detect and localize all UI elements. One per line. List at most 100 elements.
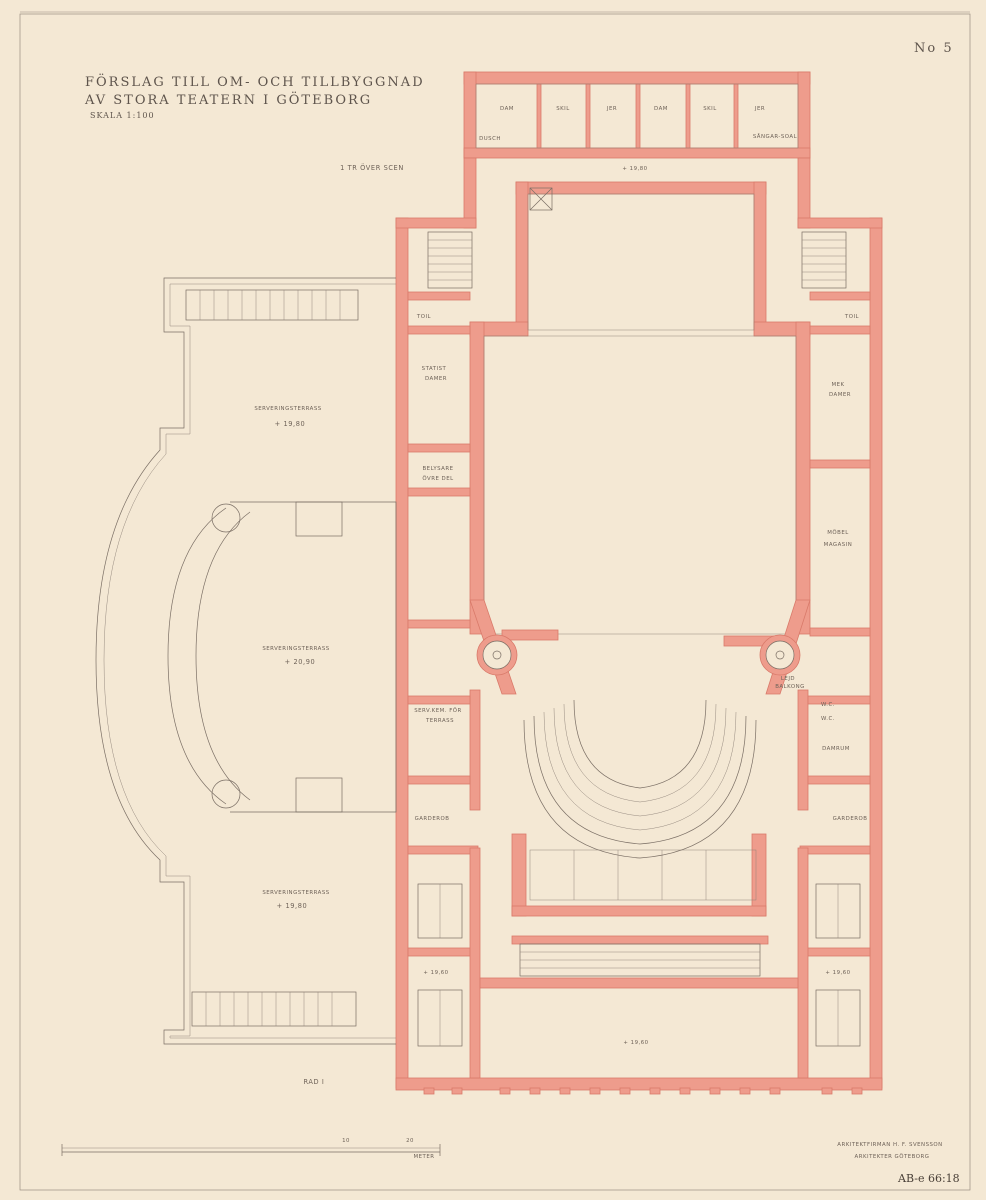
wall-segment	[809, 291, 871, 301]
room-label: SERV.KEM. FÖR	[414, 707, 462, 714]
wall-segment	[407, 775, 471, 785]
room-label: MEK	[831, 382, 844, 388]
architect-line2: ARKITEKTER GÖTEBORG	[855, 1153, 930, 1160]
wall-segment	[869, 217, 883, 1089]
wall-segment	[585, 83, 591, 149]
wall-segment	[407, 947, 479, 957]
upper-right-stair	[801, 231, 847, 289]
room-label: W.C.	[821, 716, 835, 722]
wall-segment	[395, 1077, 883, 1091]
terrace-label: SERVERINGSTERRASS	[254, 406, 321, 412]
spiral-stair-right	[759, 634, 801, 676]
wall-segment	[501, 629, 559, 641]
wall-segment	[395, 217, 409, 1089]
wall-segment	[469, 689, 481, 811]
title-line1: FÖRSLAG TILL OM- OCH TILLBYGGNAD	[85, 73, 425, 90]
room-label: STATIST	[422, 366, 447, 372]
architect-line1: ARKITEKTFIRMAN H. F. SVENSSON	[837, 1142, 942, 1148]
level-mark: + 19,80	[622, 166, 647, 172]
wall-segment	[797, 217, 883, 229]
scale-note: SKALA 1:100	[90, 111, 155, 120]
scale-bar-unit: METER	[413, 1154, 434, 1160]
room-label: SKIL	[703, 106, 717, 112]
wall-segment	[511, 833, 527, 917]
wall-segment	[469, 847, 481, 1079]
room-label: GARDEROB	[833, 816, 868, 822]
wall-segment	[807, 695, 871, 705]
wall-segment	[469, 321, 485, 635]
wall-segment	[536, 83, 542, 149]
room-label: JER	[606, 106, 617, 112]
wall-segment	[407, 619, 471, 629]
scale-bar-mid: 10	[342, 1138, 350, 1144]
wall-segment	[799, 947, 871, 957]
room-label: DAMER	[425, 376, 447, 382]
wall-segment	[635, 83, 641, 149]
lower-left-stair	[417, 883, 463, 1047]
room-label: BELYSARE	[422, 466, 453, 472]
dressing-inner	[475, 83, 799, 149]
wall-segment	[799, 845, 871, 855]
floor-caption: RAD I	[304, 1078, 325, 1086]
wall-segment	[511, 905, 767, 917]
wall-segment	[733, 83, 739, 149]
room-label: ÖVRE DEL	[422, 475, 453, 482]
sheet-number: No 5	[914, 41, 954, 56]
room-label: TOIL	[844, 314, 859, 320]
room-label: JER	[754, 106, 765, 112]
room-label: DAM	[500, 106, 514, 112]
archive-reference: AB-e 66:18	[897, 1172, 960, 1185]
wall-segment	[809, 459, 871, 469]
room-label: DUSCH	[479, 136, 501, 142]
upper-left-stair	[427, 231, 473, 289]
room-label: BALKONG	[775, 684, 805, 690]
stage-inner	[483, 335, 797, 635]
wall-segment	[479, 977, 799, 989]
scale-bar	[61, 1144, 441, 1156]
wall-segment	[407, 443, 471, 453]
wall-segment	[795, 321, 811, 635]
wall-segment	[797, 847, 809, 1079]
wall-segment	[753, 181, 767, 331]
dressing-block: DAM SKIL JER DAM SKIL JER DUSCH SÅNGAR-S…	[463, 71, 811, 229]
room-label: DAMRUM	[822, 746, 850, 752]
room-label: W.C.	[821, 702, 835, 708]
lower-right-stair	[815, 883, 861, 1047]
room-label: TERRASS	[425, 718, 454, 724]
level-mark: + 19,60	[423, 970, 448, 976]
wall-segment	[809, 627, 871, 637]
room-label: MAGASIN	[824, 542, 853, 548]
terrace-level: + 19,80	[277, 902, 308, 910]
room-label: LEJD	[781, 676, 795, 682]
wall-segment	[407, 291, 471, 301]
stage-house	[395, 181, 883, 1095]
room-label: SKIL	[556, 106, 570, 112]
sheet-border	[19, 13, 971, 1191]
room-label: SÅNGAR-SOAL	[753, 133, 797, 140]
room-label: TOIL	[416, 314, 431, 320]
wall-segment	[685, 83, 691, 149]
window-piers	[423, 1087, 863, 1095]
wall-segment	[463, 71, 477, 159]
auditorium	[523, 699, 757, 901]
wall-segment	[797, 689, 809, 811]
level-caption: 1 TR ÖVER SCEN	[340, 163, 404, 172]
level-mark: + 19,60	[825, 970, 850, 976]
room-label: DAMER	[829, 392, 851, 398]
wall-segment	[407, 325, 471, 335]
wall-segment	[797, 71, 811, 159]
wall-segment	[809, 325, 871, 335]
hoist-cross	[529, 187, 553, 211]
stage-inner	[527, 193, 755, 331]
wall-segment	[407, 845, 479, 855]
foyer-stair	[519, 943, 761, 977]
wall-segment	[511, 935, 769, 945]
wall-segment	[463, 147, 811, 159]
wall-segment	[407, 695, 471, 705]
wall-segment	[463, 157, 477, 229]
room-label: MÖBEL	[827, 529, 849, 536]
wall-segment	[807, 775, 871, 785]
wall-segment	[751, 833, 767, 917]
